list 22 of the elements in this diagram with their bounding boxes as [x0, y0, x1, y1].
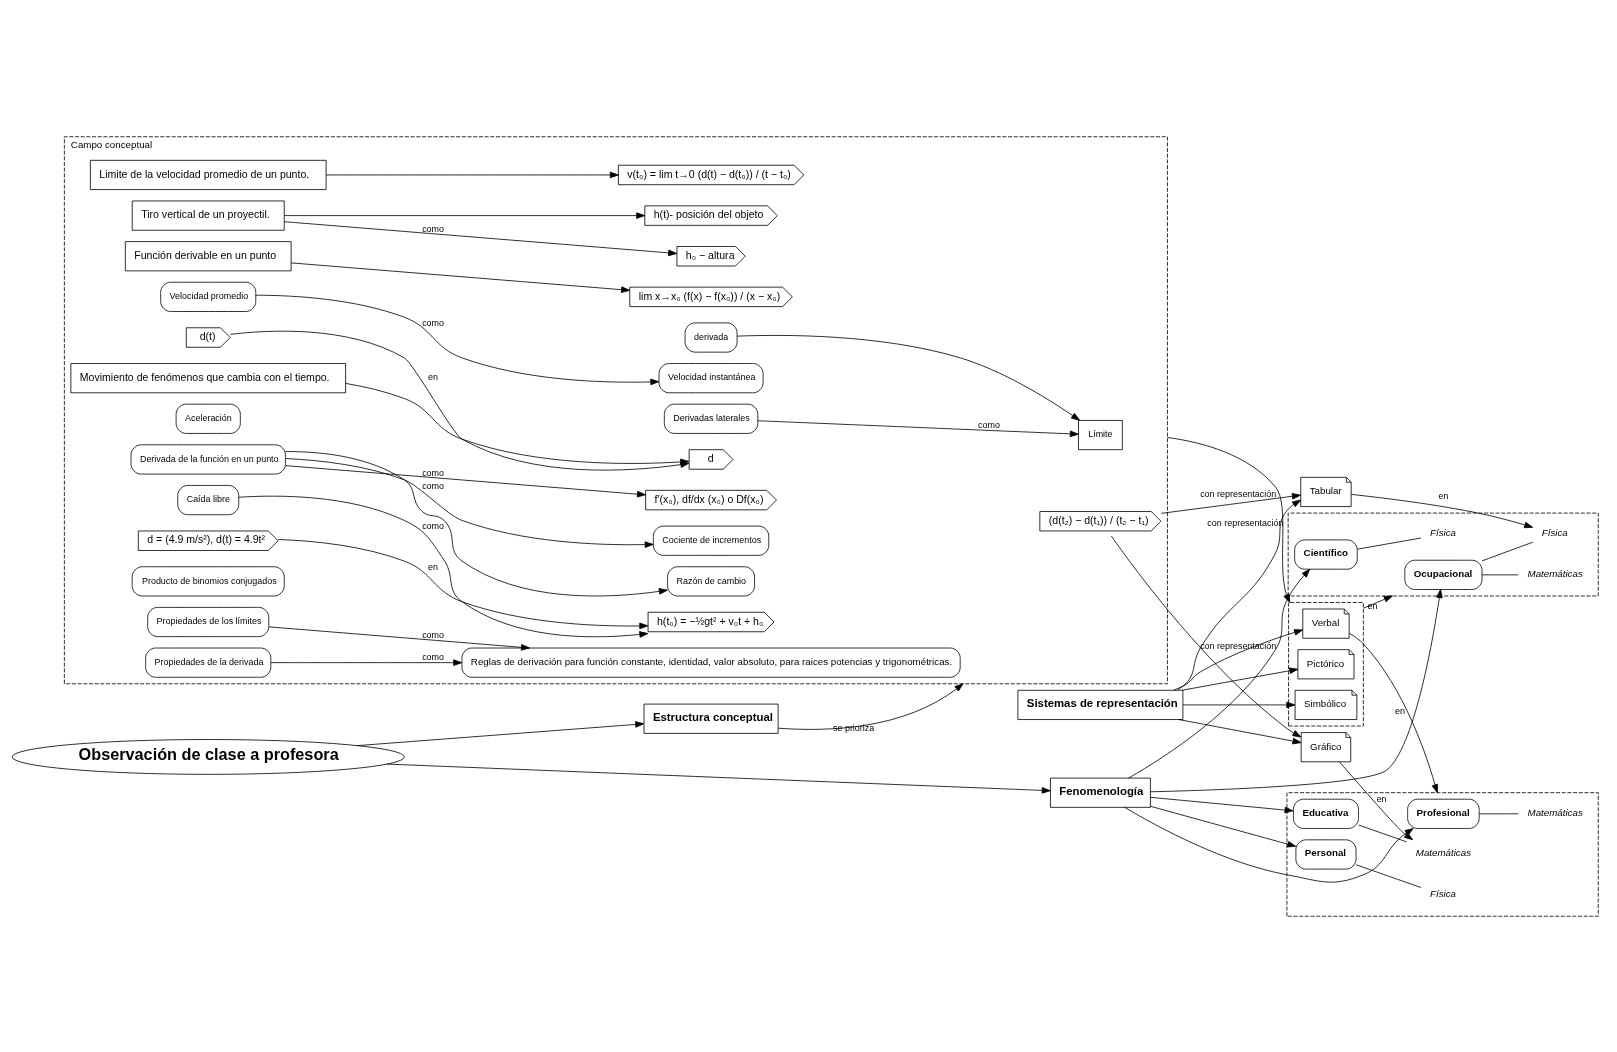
edge-label: como: [978, 419, 1000, 430]
edge-label: como: [422, 467, 445, 478]
node-text: Física: [1430, 887, 1457, 899]
edge-label: en: [1438, 490, 1449, 501]
node-text: Matemáticas: [1415, 846, 1472, 858]
edge-label: en: [428, 561, 439, 572]
edge-label: con representación: [1200, 488, 1277, 499]
edge-label: como: [422, 651, 445, 662]
edge-label: como: [422, 520, 445, 531]
edge-label: en: [1376, 793, 1387, 804]
node-text: Física: [1541, 526, 1568, 538]
node-text: Matemáticas: [1527, 806, 1583, 818]
edge-label: en: [1395, 705, 1405, 716]
edge-label: como: [422, 629, 445, 640]
edge-label: en: [428, 371, 439, 382]
edge-label: como: [422, 317, 445, 328]
node-text: Matemáticas: [1527, 567, 1583, 579]
node-text: Física: [1430, 526, 1457, 538]
edge-label: en: [1367, 600, 1378, 611]
edge-label: con representación: [1207, 517, 1284, 528]
edge-label: como: [422, 480, 445, 491]
edge-label: como: [422, 223, 445, 234]
